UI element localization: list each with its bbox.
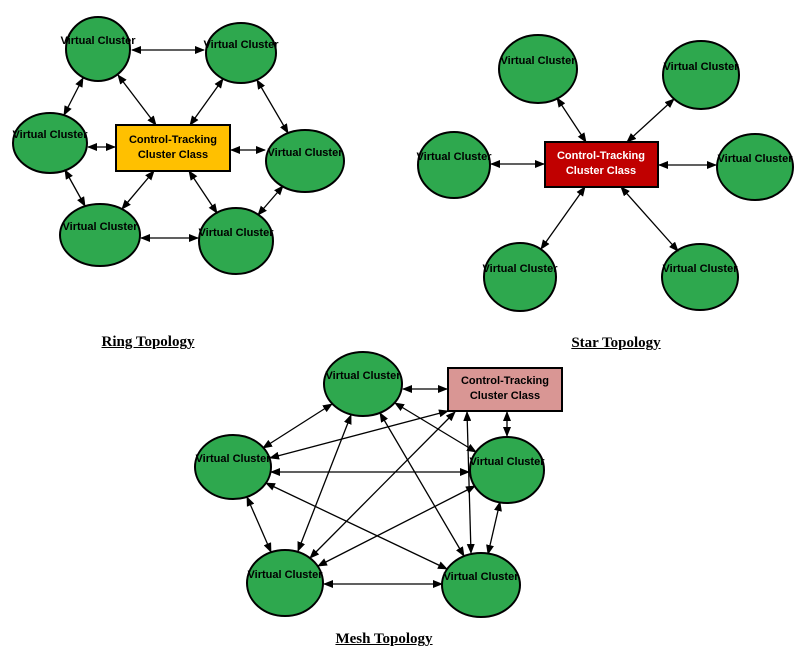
virtual-cluster-node [65,16,131,82]
connection-arrow [556,97,587,143]
virtual-cluster-node [469,436,545,504]
connection-arrow [256,79,289,134]
connection-arrow [63,77,84,116]
mesh-topology-diagram [194,351,563,618]
connection-arrow [257,185,284,216]
virtual-cluster-node [498,34,578,104]
ring-topology-title: Ring Topology [101,334,195,350]
virtual-cluster-node [716,133,794,201]
connection-arrow [297,414,352,552]
connection-arrow [540,186,586,250]
virtual-cluster-node [12,112,88,174]
virtual-cluster-node [194,434,272,500]
virtual-cluster-node [59,203,141,267]
ring-topology-diagram [12,16,345,275]
connection-arrow [262,403,333,449]
mesh-topology-title: Mesh Topology [335,631,433,647]
connection-arrow [309,411,456,559]
connection-arrow [189,78,224,126]
connection-arrow [121,170,155,210]
virtual-cluster-node [441,552,521,618]
connection-arrow [64,169,86,207]
virtual-cluster-node [662,40,740,110]
control-tracking-box [115,124,231,172]
connection-arrow [269,409,449,460]
virtual-cluster-node [483,242,557,312]
virtual-cluster-node [198,207,274,275]
connection-arrow [620,186,679,252]
virtual-cluster-node [265,129,345,193]
virtual-cluster-node [246,549,324,617]
connection-arrow [117,74,157,126]
connection-arrow [626,98,675,143]
virtual-cluster-node [661,243,739,311]
virtual-cluster-node [205,22,277,84]
connection-arrow [246,496,272,553]
star-topology-title: Star Topology [571,335,661,351]
control-tracking-box [544,141,659,188]
connection-arrow [188,170,218,214]
connection-arrow [486,501,502,555]
control-tracking-box [447,367,563,412]
virtual-cluster-node [417,131,491,199]
connection-arrow [379,412,465,557]
connection-arrow [463,411,475,554]
connection-arrow [317,485,476,567]
virtual-cluster-node [323,351,403,417]
star-topology-diagram [417,34,794,312]
